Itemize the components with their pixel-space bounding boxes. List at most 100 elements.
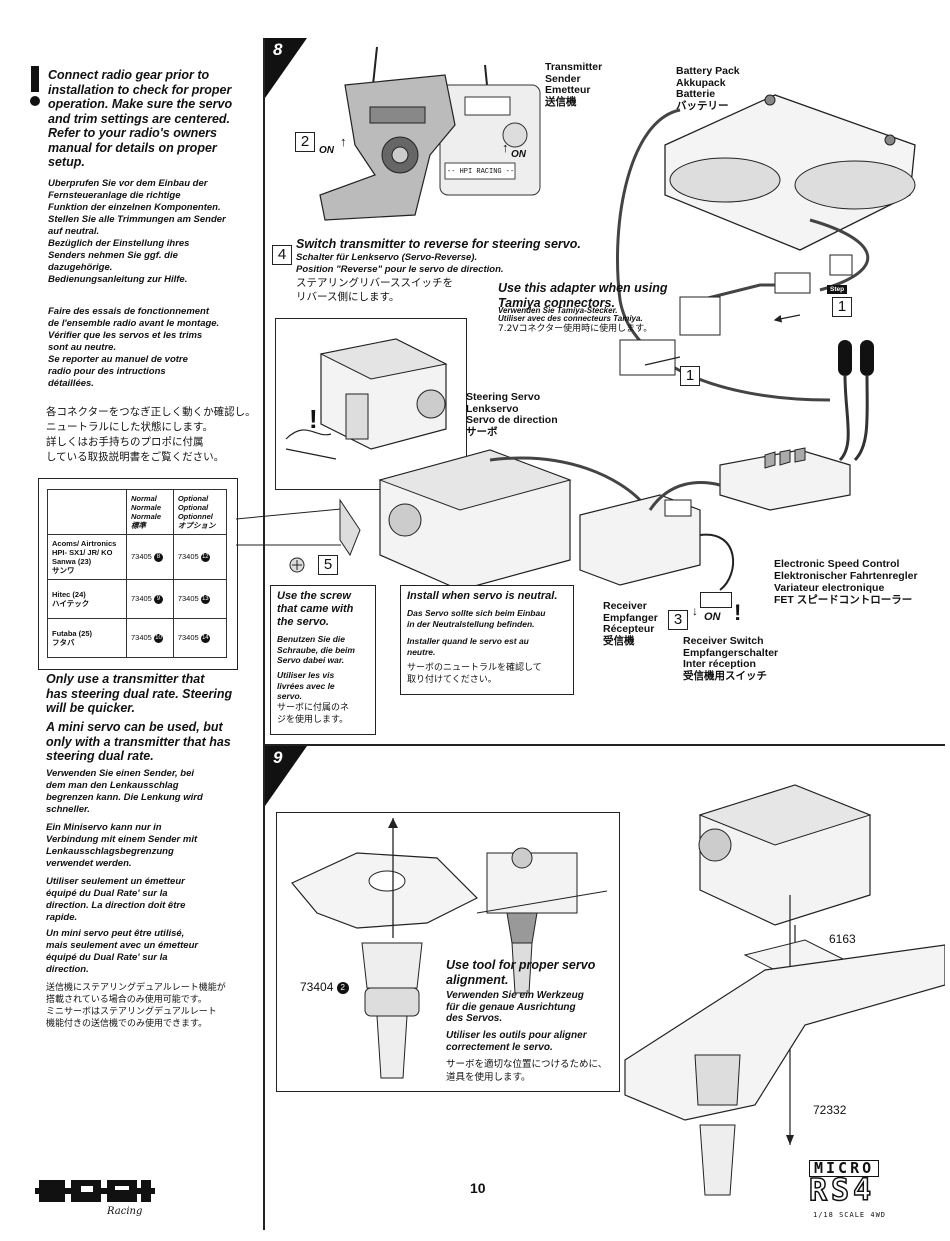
- esc-label: Electronic Speed Control Elektronischer …: [774, 558, 918, 606]
- part-73404-label: 73404 2: [300, 981, 349, 994]
- part-number-badge: 10: [153, 633, 163, 643]
- tool-text-jp: サーボを適切な位置につけるために、 道具を使用します。: [446, 1059, 608, 1083]
- receiver-label: Receiver Empfanger Récepteur 受信機: [603, 600, 658, 647]
- steering-servo-inset: !: [275, 318, 467, 490]
- steering-servo-label: Steering Servo Lenkservo Servo de direct…: [466, 391, 558, 438]
- step-8-tab: 8: [265, 38, 325, 98]
- battery-pack-illustration: [664, 94, 916, 251]
- page-number: 10: [470, 1180, 486, 1196]
- micro-rs4-logo: MICRO RS4 1/18 SCALE 4WD: [805, 1160, 920, 1226]
- table-head-optional: Optional Optional Optionnel オプション: [172, 489, 228, 535]
- step-3-box: 3: [668, 610, 688, 630]
- warning-text-en: Connect radio gear prior to installation…: [48, 68, 233, 169]
- receiver-switch-icon: [700, 592, 732, 608]
- up-arrow-icon: ↑: [502, 140, 509, 155]
- servo-saver-box: Normal Normale Normale 標準 Optional Optio…: [38, 478, 238, 670]
- esc-leads: [838, 340, 874, 462]
- down-arrow-icon: ↓: [692, 604, 698, 618]
- svg-text:Racing: Racing: [106, 1206, 142, 1216]
- part-number-badge: 8: [153, 552, 163, 562]
- logo-micro: MICRO: [809, 1160, 880, 1177]
- warning-text-fr: Faire des essais de fonctionnement de l'…: [48, 306, 220, 389]
- adapter-text-fr: Utiliser avec des connecteurs Tamiya.: [498, 314, 643, 323]
- mini-servo-en: A mini servo can be used, but only with …: [46, 720, 231, 763]
- table-part: 73405: [131, 633, 152, 643]
- mini-servo-fr: Un mini servo peut être utilisé, mais se…: [46, 928, 199, 975]
- table-part: 73405: [177, 594, 199, 604]
- screw-text-fr: Utiliser les vis livrées avec le servo.: [277, 670, 335, 701]
- step-5-callout: Use the screw that came with the servo. …: [270, 585, 376, 735]
- step-word-badge: Step: [827, 285, 848, 294]
- transmitter-label: Transmitter Sender Emetteur 送信機: [545, 61, 603, 108]
- servo-install-illustration: [624, 784, 945, 1196]
- step-8-number: 8: [273, 40, 283, 59]
- warning-icon: !: [309, 404, 318, 434]
- table-corner: [47, 489, 127, 535]
- hpi-racing-logo: Racing: [35, 1176, 165, 1217]
- servo-receiver-esc-illustration: [339, 447, 851, 591]
- screw-text-en: Use the screw that came with the servo.: [277, 590, 354, 628]
- screw-text-jp: サーボに付属のネ ジを使用します。: [277, 703, 350, 725]
- logo-rs4: RS4: [808, 1173, 876, 1208]
- table-brand: Hitec (24) ハイテック: [47, 579, 127, 619]
- dual-rate-en: Only use a transmitter that has steering…: [46, 672, 233, 715]
- screw-icon: [288, 556, 306, 574]
- step-9-number: 9: [273, 748, 283, 767]
- screw-text-de: Benutzen Sie die Schraube, die beim Serv…: [277, 634, 355, 665]
- table-row: Hitec (24) ハイテック 73405 9 73405 13: [47, 579, 228, 619]
- table-row: Acoms/ Airtronics HPI- SX1/ JR/ KO Sanwa…: [47, 534, 228, 580]
- tool-text-fr: Utiliser les outils pour aligner correct…: [446, 1030, 587, 1053]
- step-divider: [265, 744, 945, 746]
- transmitter-illustration: [319, 46, 541, 221]
- step-1-box-a: 1: [832, 297, 852, 317]
- adapter-text-de: Verwenden Sie Tamiya-Stecker.: [498, 306, 618, 315]
- dual-rate-fr: Utiliser seulement un émetteur équipé du…: [46, 876, 186, 923]
- warning-text-de: Uberprufen Sie vor dem Einbau der Fernst…: [48, 178, 226, 285]
- servo-saver-table: Normal Normale Normale 標準 Optional Optio…: [47, 489, 228, 658]
- neutral-text-de: Das Servo sollte sich beim Einbau in der…: [407, 608, 546, 629]
- step-4-box: 4: [272, 245, 292, 265]
- neutral-text-en: Install when servo is neutral.: [407, 590, 558, 602]
- adapter-text-jp: 7.2Vコネクター使用時に使用します。: [498, 324, 653, 334]
- neutral-text-fr: Installer quand le servo est au neutre.: [407, 636, 529, 657]
- warning-icon: [28, 66, 42, 108]
- table-row: Futaba (25) フタバ 73405 10 73405 14: [47, 618, 228, 658]
- mini-servo-de: Ein Miniservo kann nur in Verbindung mit…: [46, 822, 198, 869]
- table-part: 73405: [177, 552, 199, 562]
- logo-scale: 1/18 SCALE 4WD: [813, 1211, 887, 1219]
- table-brand: Futaba (25) フタバ: [47, 618, 127, 658]
- part-number-badge: 14: [200, 633, 210, 643]
- reverse-text-de: Schalter für Lenkservo (Servo-Reverse).: [296, 252, 478, 263]
- reverse-text-fr: Position "Reverse" pour le servo de dire…: [296, 264, 504, 275]
- dual-rate-de: Verwenden Sie einen Sender, bei dem man …: [46, 768, 203, 815]
- adapter-text-en: Use this adapter when using Tamiya conne…: [498, 281, 668, 310]
- step-9-inset: [276, 812, 620, 1092]
- on-label-2: ON: [319, 145, 334, 156]
- reverse-text-jp: ステアリングリバーススイッチを リバース側にします。: [296, 277, 453, 303]
- table-part: 73405: [131, 552, 152, 562]
- step-9-tab: 9: [265, 746, 325, 806]
- tx-screen-label: -- HPI RACING --: [447, 168, 515, 176]
- table-part: 73405: [131, 594, 152, 604]
- table-head-normal: Normal Normale Normale 標準: [126, 489, 174, 535]
- on-label-2b: ON: [511, 149, 526, 160]
- tamiya-adapter-illustration: [619, 254, 853, 376]
- tool-text-de: Verwenden Sie ein Werkzeug für die genau…: [446, 990, 584, 1024]
- part-73404-number: 73404: [300, 980, 334, 994]
- neutral-callout: Install when servo is neutral. Das Servo…: [400, 585, 574, 695]
- part-number-badge: 9: [153, 594, 163, 604]
- part-6163-label: 6163: [829, 932, 856, 946]
- warning-text-jp: 各コネクターをつなぎ正しく動くか確認し。 ニュートラルにした状態にします。 詳し…: [46, 406, 256, 463]
- column-divider: [263, 38, 265, 1230]
- step-5-box: 5: [318, 555, 338, 575]
- dual-rate-jp: 送信機にステアリングデュアルレート機能が 搭載されている場合のみ使用可能です。 …: [46, 983, 226, 1029]
- part-number-badge: 13: [200, 594, 210, 604]
- up-arrow-icon: ↑: [340, 134, 347, 149]
- receiver-switch-label: Receiver Switch Empfangerschalter Inter …: [683, 635, 779, 682]
- reverse-text-en: Switch transmitter to reverse for steeri…: [296, 237, 581, 251]
- battery-wires: [616, 108, 869, 402]
- part-72332-label: 72332: [813, 1103, 847, 1117]
- step-1-box-b: 1: [680, 366, 700, 386]
- table-brand: Acoms/ Airtronics HPI- SX1/ JR/ KO Sanwa…: [47, 534, 127, 580]
- part-number-badge: 2: [336, 981, 349, 994]
